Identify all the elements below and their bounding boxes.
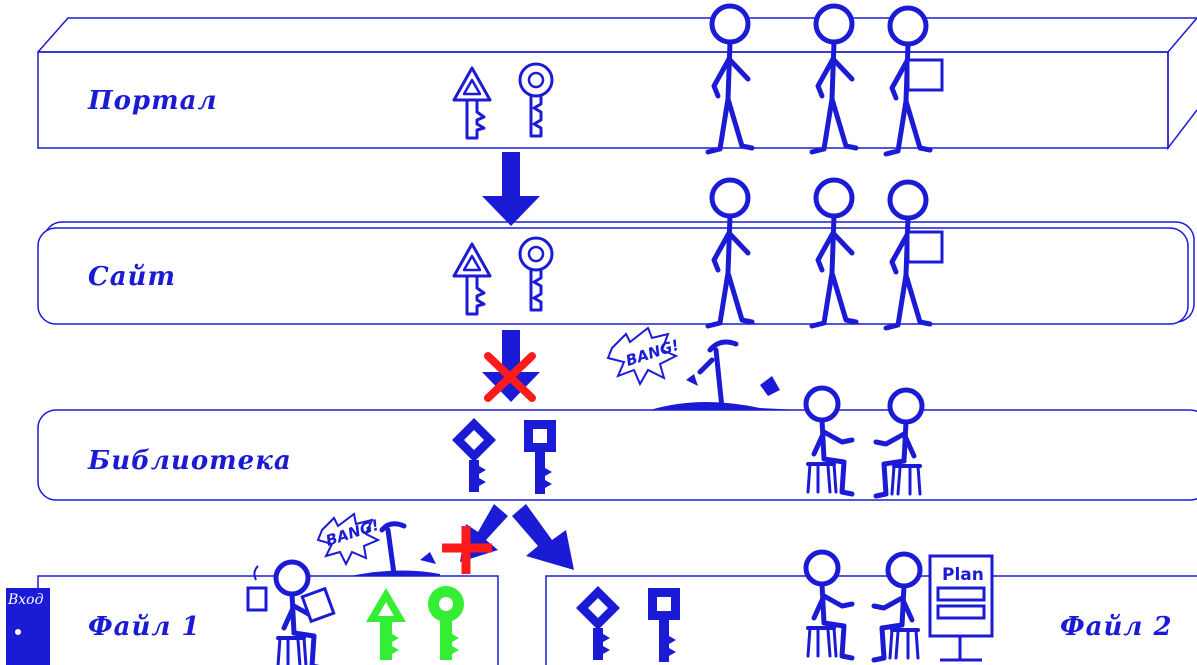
- level-label-file1: Файл 1: [88, 612, 201, 642]
- arrow-down-right-icon: [512, 504, 574, 570]
- standing-figure-icon: [812, 6, 856, 152]
- level-label-file2: Файл 2: [1060, 612, 1173, 642]
- plan-text: Plan: [942, 565, 984, 585]
- cross-icon: [484, 352, 536, 402]
- cross-icon: [442, 526, 492, 574]
- package-icon: [906, 230, 944, 264]
- entrance-door[interactable]: [6, 588, 50, 665]
- package-icon: [906, 58, 944, 92]
- arrow-down-icon: [482, 330, 540, 402]
- portal-box: [37, 17, 1197, 151]
- explosion-icon: [606, 326, 800, 412]
- explosion-icon: [316, 512, 440, 580]
- site-box: [37, 221, 1195, 325]
- level-label-portal: Портал: [88, 86, 218, 116]
- book-icon: [300, 586, 336, 624]
- plan-board-icon: [928, 554, 994, 662]
- level-label-library: Библиотека: [88, 446, 292, 476]
- arrow-down-icon: [482, 152, 540, 226]
- circle-key-icon: [518, 62, 554, 138]
- door-label: Вход: [8, 592, 44, 608]
- standing-figure-icon: [708, 6, 752, 152]
- coffee-cup-icon: [246, 565, 268, 612]
- level-label-site: Сайт: [88, 262, 176, 292]
- door-knob-icon: [15, 629, 21, 635]
- triangle-key-icon: [452, 66, 492, 140]
